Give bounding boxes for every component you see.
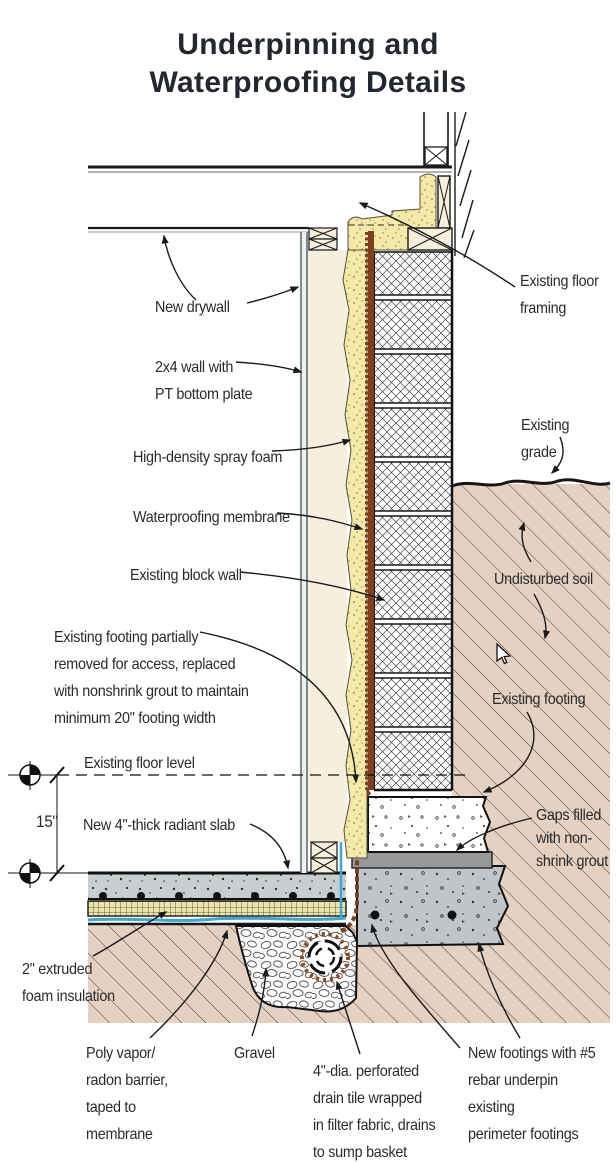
leader-new-footing-b (477, 942, 521, 1039)
label-existing-footing: Existing footing (492, 691, 586, 708)
label-gaps-filled: Gaps filled with non- shrink grout (536, 807, 608, 870)
label-footing-partial: Existing footing partially removed for a… (54, 629, 249, 727)
leader-gravel (251, 967, 270, 1037)
waterproofing-membrane-graphic (365, 231, 374, 790)
clapboard-siding (454, 111, 475, 259)
rebar-dot (447, 910, 457, 920)
label-dimension-15in: 15" (36, 812, 58, 831)
rebar-dot (370, 910, 380, 920)
leader-floor-framing (358, 202, 516, 288)
leader-gaps-grout (455, 817, 533, 852)
label-radiant-slab: New 4"-thick radiant slab (83, 817, 236, 834)
filter-fabric-wrap (300, 932, 350, 982)
label-spray-foam: High-density spray foam (133, 449, 283, 466)
poly-vapor-barrier (87, 916, 347, 922)
leader-drain-tile (335, 980, 361, 1055)
drain-tile (300, 932, 350, 982)
top-plates (308, 227, 338, 251)
rim-joist (437, 175, 451, 229)
label-poly-vapor: Poly vapor/ radon barrier, taped to memb… (86, 1045, 168, 1143)
new-2x4-wall (300, 227, 347, 874)
pt-bottom-plate (310, 841, 338, 874)
label-extruded-foam: 2" extruded foam insulation (22, 961, 115, 1005)
leader-existing-grade (550, 436, 564, 475)
label-existing-grade: Existing grade (521, 417, 570, 461)
existing-grade-line (451, 478, 611, 488)
label-gravel: Gravel (234, 1045, 275, 1062)
label-new-drywall: New drywall (155, 299, 230, 316)
mouse-cursor (496, 642, 512, 665)
floor-level-datum (8, 761, 470, 888)
page-title: Underpinning and Waterproofing Details (149, 28, 467, 100)
sill-plate (407, 227, 453, 251)
mortar-joints (374, 294, 452, 733)
leader-soil-down (533, 593, 550, 640)
label-floor-framing: Existing floor framing (520, 273, 599, 317)
existing-block-wall-graphic (373, 250, 454, 792)
leader-footing-partial (199, 631, 360, 784)
leader-2x4-wall (235, 361, 303, 374)
floor-above (88, 165, 452, 173)
new-footing (356, 865, 510, 948)
leader-foam-insulation (92, 911, 168, 957)
radiant-slab (87, 812, 347, 922)
label-waterproofing-membrane: Waterproofing membrane (133, 509, 290, 526)
leader-membrane (276, 512, 364, 531)
spray-foam-column (342, 249, 368, 859)
leader-new-footing-a (370, 923, 461, 1049)
leader-new-drywall-ceiling (161, 234, 197, 301)
radiant-tubing-dots (99, 892, 335, 900)
foam-insulation-layer (87, 900, 347, 917)
label-undisturbed-soil: Undisturbed soil (494, 571, 593, 588)
label-new-footings: New footings with #5 rebar underpin exis… (468, 1045, 596, 1143)
label-existing-floor-level: Existing floor level (84, 755, 195, 772)
label-existing-block-wall: Existing block wall (130, 567, 242, 584)
leader-radiant-slab (249, 823, 291, 870)
existing-wall-above (423, 112, 449, 166)
existing-footing-block (367, 796, 492, 853)
leader-arrows (92, 202, 564, 1055)
leader-spray-foam (271, 438, 352, 452)
label-2x4-wall: 2x4 wall with PT bottom plate (155, 359, 253, 403)
leader-block-wall (239, 571, 386, 601)
label-drain-tile: 4"-dia. perforated drain tile wrapped in… (313, 1063, 436, 1161)
ceiling-drywall (88, 226, 309, 233)
leader-new-drywall-wall (246, 286, 300, 304)
leader-poly-vapor (149, 929, 229, 1039)
leader-existing-footing (482, 711, 535, 793)
leader-soil-up (518, 521, 532, 563)
